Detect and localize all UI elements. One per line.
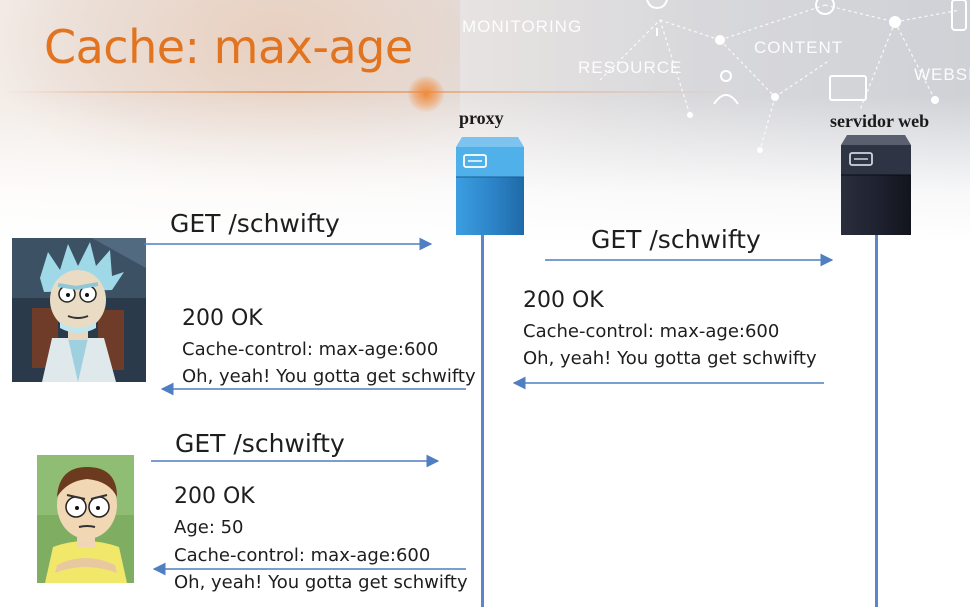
response-2-body: Oh, yeah! You gotta get schwifty <box>523 348 817 369</box>
request-1-label: GET /schwifty <box>170 209 340 238</box>
banner-word-resource: RESOURCE <box>578 58 683 77</box>
web-server-icon <box>841 135 911 235</box>
server-lifeline <box>875 235 878 607</box>
slide-title: Cache: max-age <box>44 20 413 74</box>
proxy-label: proxy <box>459 108 504 128</box>
response-3-age: Age: 50 <box>174 517 244 538</box>
request-2-label: GET /schwifty <box>591 225 761 254</box>
proxy-lifeline <box>481 235 484 607</box>
response-3-body: Oh, yeah! You gotta get schwifty <box>174 572 468 593</box>
response-2-status: 200 OK <box>523 288 604 313</box>
rick-avatar-icon <box>12 238 146 382</box>
response-3-status: 200 OK <box>174 484 255 509</box>
banner-accent-line <box>0 91 740 93</box>
banner-word-monitoring: MONITORING <box>462 17 583 36</box>
response-1-header: Cache-control: max-age:600 <box>182 339 439 360</box>
banner-word-content: CONTENT <box>754 38 844 57</box>
response-1-body: Oh, yeah! You gotta get schwifty <box>182 366 476 387</box>
morty-avatar-icon <box>37 455 134 583</box>
response-3-header: Cache-control: max-age:600 <box>174 545 431 566</box>
response-1-status: 200 OK <box>182 306 263 331</box>
banner-word-website: WEBSI <box>914 65 970 84</box>
request-3-label: GET /schwifty <box>175 429 345 458</box>
server-label: servidor web <box>830 111 930 131</box>
response-2-header: Cache-control: max-age:600 <box>523 321 780 342</box>
proxy-server-icon <box>456 137 524 235</box>
